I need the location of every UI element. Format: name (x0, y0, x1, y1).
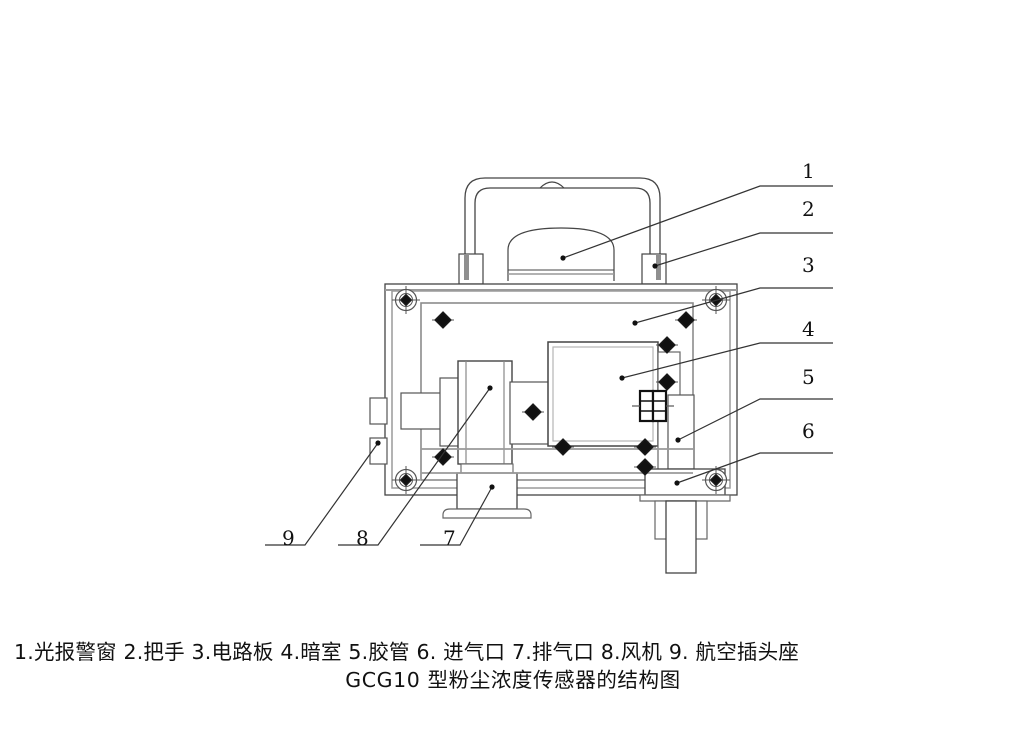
callout-number-6: 6 (802, 419, 815, 443)
aviation-plug-socket (369, 397, 388, 465)
figure-title: GCG10 型粉尘浓度传感器的结构图 (345, 667, 681, 692)
callout-number-3: 3 (802, 253, 815, 277)
callout-numbers: 1 2 3 4 5 6 7 8 9 (282, 159, 815, 550)
callout-number-4: 4 (802, 317, 815, 341)
callout-leaders (265, 185, 833, 546)
figure-caption: 1.光报警窗 2.把手 3.电路板 4.暗室 5.胶管 6. 进气口 7.排气口… (0, 640, 1026, 695)
handle-assembly (458, 177, 667, 285)
callout-number-2: 2 (802, 197, 815, 221)
callout-number-8: 8 (356, 526, 369, 550)
alarm-window (507, 227, 615, 281)
callout-number-7: 7 (443, 526, 456, 550)
callout-number-9: 9 (282, 526, 295, 550)
parts-legend: 1.光报警窗 2.把手 3.电路板 4.暗室 5.胶管 6. 进气口 7.排气口… (14, 640, 799, 664)
callout-number-1: 1 (802, 159, 815, 183)
callout-number-5: 5 (802, 365, 815, 389)
sensor-structure-drawing: 1 2 3 4 5 6 7 8 9 (265, 159, 833, 574)
fan-assembly (400, 360, 557, 475)
